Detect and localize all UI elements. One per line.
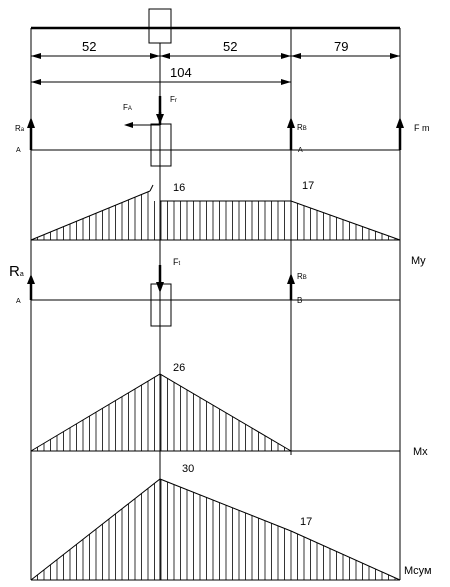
fa-label: FA bbox=[123, 103, 132, 112]
gear-box-mid bbox=[150, 123, 172, 167]
mx-label: Mx bbox=[413, 446, 428, 458]
arrow-left-icon bbox=[124, 122, 133, 128]
my-value-16: 16 bbox=[173, 182, 185, 194]
dim-arrow-icon bbox=[150, 53, 160, 59]
dimension-79: 79 bbox=[334, 39, 348, 54]
dim-arrow-icon bbox=[31, 53, 41, 59]
msum-curve bbox=[30, 478, 401, 581]
dim-arrow-icon bbox=[160, 53, 170, 59]
dim-arrow-icon bbox=[281, 79, 291, 85]
support-a-bottom-label: A bbox=[16, 298, 21, 305]
my-label: My bbox=[411, 255, 426, 267]
mx-hatching bbox=[37, 374, 285, 451]
my-value-17: 17 bbox=[302, 180, 314, 192]
dim-arrow-icon bbox=[281, 53, 291, 59]
ra-top-label: Ra bbox=[15, 124, 25, 133]
arrow-up-icon bbox=[27, 117, 35, 128]
my-hatching bbox=[37, 191, 396, 240]
fr-label: Fr bbox=[170, 95, 177, 104]
msum-label: Mсум bbox=[404, 565, 432, 577]
support-a-top-label: A bbox=[16, 147, 21, 154]
msum-hatching bbox=[37, 479, 396, 580]
gear-box-top bbox=[148, 8, 172, 44]
arrow-down-icon bbox=[156, 282, 164, 293]
support-b-bottom-label: B bbox=[297, 296, 302, 305]
mx-curve bbox=[30, 373, 292, 452]
support-b-top-label: A bbox=[298, 147, 303, 154]
my-curve-left bbox=[30, 190, 151, 241]
ft-label: Ft bbox=[173, 257, 181, 267]
msum-value-17: 17 bbox=[300, 516, 312, 528]
arrow-up-icon bbox=[396, 117, 404, 128]
arrow-up-icon bbox=[27, 274, 35, 284]
dimension-52-right: 52 bbox=[223, 39, 237, 54]
dim-arrow-icon bbox=[390, 53, 400, 59]
dimension-104: 104 bbox=[170, 65, 192, 80]
ra-bottom-label: Ra bbox=[9, 263, 24, 280]
dimension-52-left: 52 bbox=[82, 39, 96, 54]
rb-top-label: RB bbox=[297, 123, 307, 132]
msum-value-30: 30 bbox=[182, 463, 194, 475]
rb-bottom-label: RB bbox=[297, 272, 307, 281]
arrow-up-icon bbox=[287, 273, 295, 284]
my-jump bbox=[149, 184, 154, 192]
my-curve-right bbox=[160, 200, 401, 241]
arrow-up-icon bbox=[287, 117, 295, 128]
dim-arrow-icon bbox=[31, 79, 41, 85]
fm-label: F m bbox=[414, 123, 430, 133]
mx-value-26: 26 bbox=[173, 362, 185, 374]
dim-arrow-icon bbox=[291, 53, 301, 59]
gear-box-bottom bbox=[150, 283, 172, 327]
